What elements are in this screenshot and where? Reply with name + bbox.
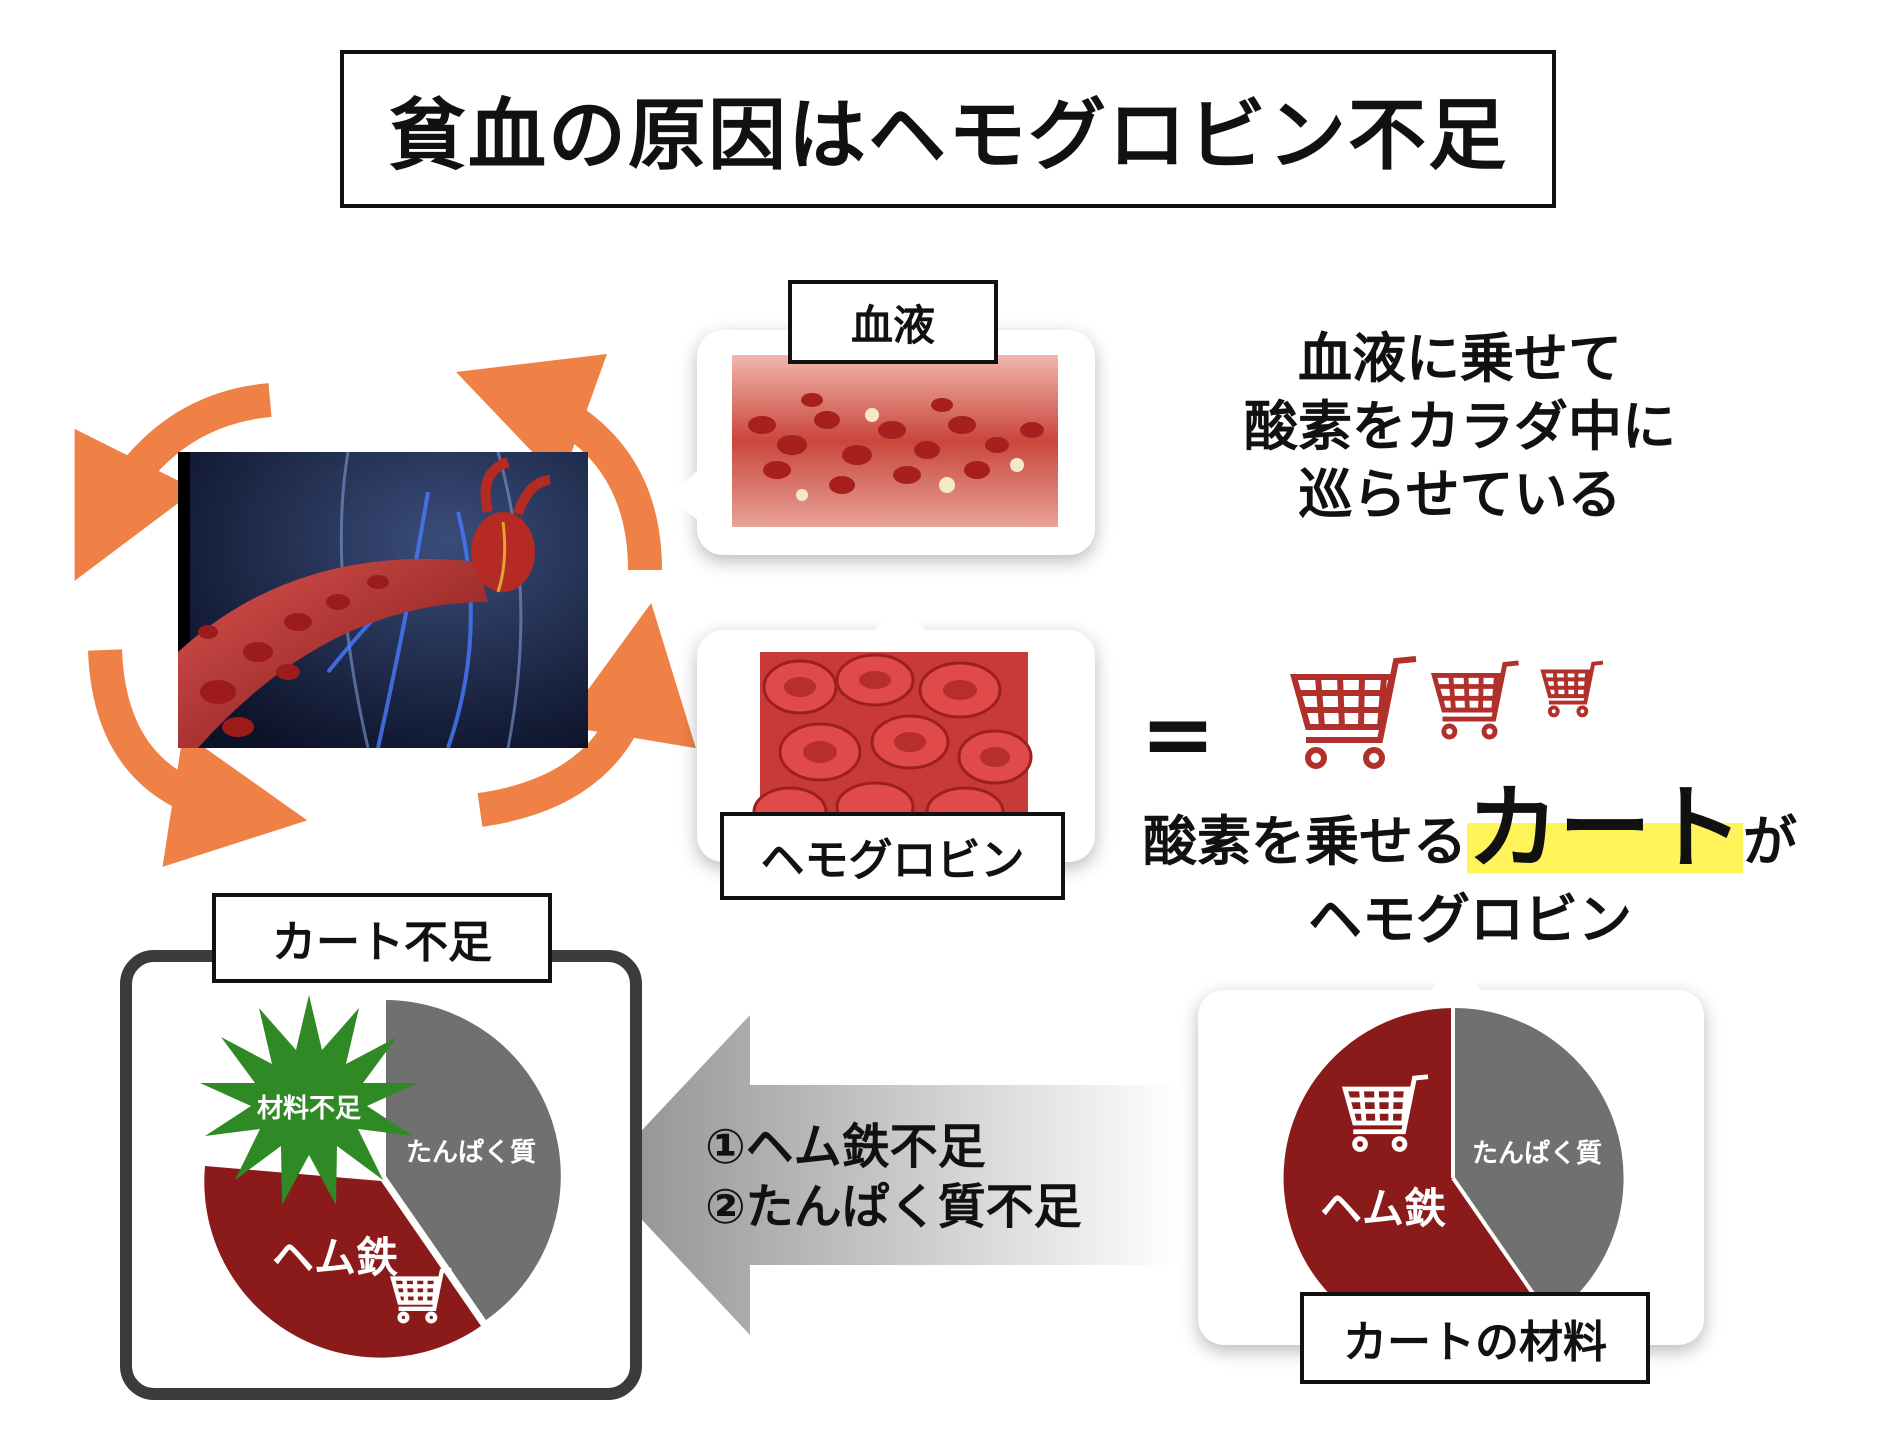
blood-label: 血液 (788, 280, 998, 364)
cart-text-post: が (1743, 810, 1797, 873)
cart-icon-medium (1430, 660, 1519, 740)
arrow-bottom-right-icon (477, 602, 696, 827)
blood-caption-line-3: 巡らせている (1298, 463, 1622, 526)
cart-icon-small (1540, 660, 1604, 718)
blood-caption: 血液に乗せて 酸素をカラダ中に 巡らせている (1185, 325, 1735, 529)
causes-arrow (600, 1015, 1180, 1335)
cart-explanation-line-1: 酸素を乗せるカートが (1140, 775, 1800, 882)
red-blood-cells-photo (752, 652, 1033, 838)
cart-explanation-line-2: ヘモグロビン (1308, 888, 1632, 951)
pie-slice-heme-iron (1283, 1008, 1550, 1348)
causes-list: ①ヘム鉄不足 ②たんぱく質不足 (705, 1117, 1165, 1237)
page-title: 貧血の原因はヘモグロビン不足 (340, 50, 1556, 208)
pie-slice-protein (1453, 1007, 1624, 1318)
circulation-arrows (74, 354, 696, 867)
arrow-top-right-icon (456, 354, 662, 571)
materials-protein-label: たんぱく質 (1471, 1139, 1602, 1169)
equals-sign: = (1140, 682, 1216, 787)
materials-card-pointer (1428, 955, 1484, 995)
cart-explanation: 酸素を乗せるカートが ヘモグロビン (1140, 775, 1800, 959)
cart-text-pre: 酸素を乗せる (1142, 810, 1467, 873)
cart-icon-white (1341, 1074, 1429, 1152)
arrow-bottom-left-icon (88, 649, 308, 867)
hemoglobin-label: ヘモグロビン (720, 812, 1065, 900)
blood-card-pointer (668, 470, 698, 520)
cause-1: ①ヘム鉄不足 (705, 1119, 986, 1175)
materials-label: カートの材料 (1300, 1292, 1650, 1384)
heart-vessel-illustration (178, 451, 588, 749)
cart-text-highlight: カート (1466, 775, 1743, 882)
materials-pie-chart (1283, 1007, 1624, 1348)
blood-caption-line-1: 血液に乗せて (1298, 327, 1622, 390)
blood-caption-line-2: 酸素をカラダ中に (1244, 395, 1676, 458)
cart-icon-white-small (390, 1267, 452, 1324)
shortage-label: カート不足 (212, 893, 552, 983)
cause-2: ②たんぱく質不足 (705, 1179, 1082, 1235)
blood-vessel-photo (732, 355, 1058, 527)
materials-heme-iron-label: ヘム鉄 (1319, 1184, 1446, 1233)
material-shortage-burst-icon (200, 995, 418, 1205)
shortage-heme-iron-label: ヘム鉄 (271, 1233, 398, 1282)
shortage-pie-chart (204, 1000, 561, 1358)
hemoglobin-card-pointer (870, 602, 930, 636)
cart-icon-large (1290, 656, 1417, 769)
material-shortage-text: 材料不足 (256, 1094, 361, 1124)
shortage-slice-protein (386, 1000, 561, 1320)
shortage-protein-label: たんぱく質 (405, 1138, 536, 1168)
arrow-top-left-icon (74, 383, 272, 581)
